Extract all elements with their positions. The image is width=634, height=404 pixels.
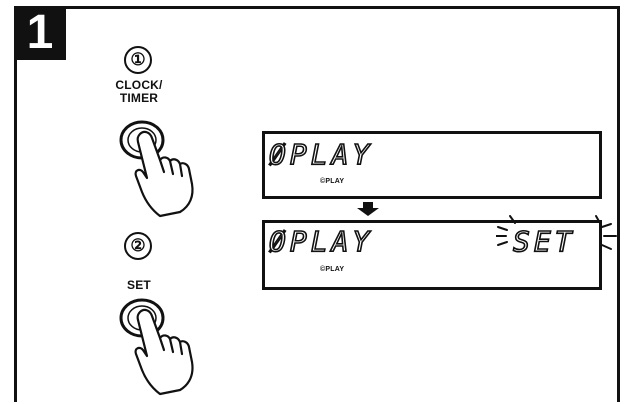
clock-timer-label-line1: CLOCK/: [115, 78, 163, 92]
pressing-hand-icon: [134, 130, 194, 218]
lcd-display-after: ØPLAY ©PLAY SET: [262, 220, 602, 290]
display-main-text: ØPLAY: [268, 225, 374, 258]
lcd-display-before: ØPLAY ©PLAY: [262, 131, 602, 199]
clock-timer-label: CLOCK/ TIMER: [96, 79, 182, 105]
step-marker-2: ②: [124, 232, 152, 260]
instruction-frame: [14, 6, 620, 402]
play-indicator: ©PLAY: [320, 178, 345, 185]
set-label: SET: [127, 278, 151, 292]
clock-timer-button[interactable]: [110, 112, 220, 222]
step-number-badge: 1: [14, 6, 66, 60]
step-marker-1: ①: [124, 46, 152, 74]
clock-timer-label-line2: TIMER: [119, 91, 159, 105]
set-button[interactable]: [110, 290, 220, 402]
blinking-set-text: SET: [512, 225, 576, 258]
blinking-rays-icon: [496, 215, 617, 250]
down-arrow-icon: [357, 202, 379, 216]
play-indicator: ©PLAY: [320, 266, 345, 273]
display-main-text: ØPLAY: [268, 138, 374, 171]
pressing-hand-icon: [134, 308, 194, 396]
